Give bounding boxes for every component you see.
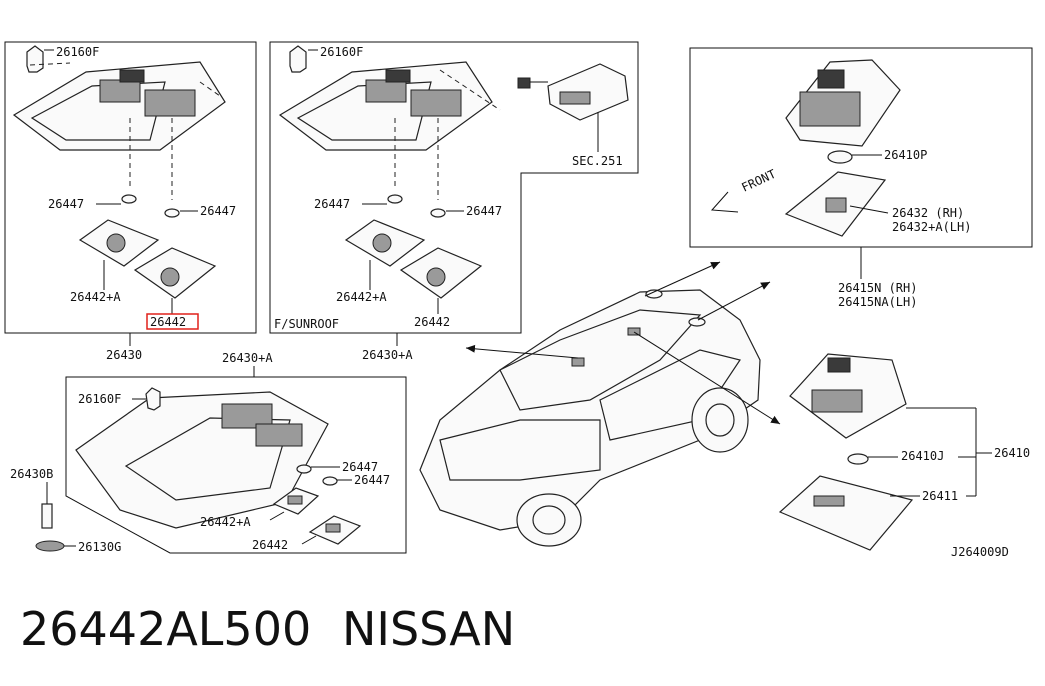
label-26447-left: 26447 [314,197,350,211]
cap-icon [35,540,65,552]
clip-icon [26,45,44,73]
part-number: 26442AL500 [20,602,311,656]
panel-3: 26410P FRONT 26432 (RH) 26432+A(LH) 2641… [689,47,1033,309]
vehicle-outline [419,261,781,547]
label-26442: 26442 [414,315,450,329]
label-26447-left: 26447 [48,197,84,211]
bulb-icon [296,464,312,474]
label-26432a-lh: 26432+A(LH) [892,220,971,234]
label-26130g: 26130G [78,540,121,554]
panel-4-frame [65,376,407,554]
label-26411: 26411 [922,489,958,503]
bulb-icon [847,453,869,465]
bulb-icon [322,476,338,486]
label-26160f: 26160F [78,392,121,406]
assembly-label-26430a: 26430+A [222,351,273,365]
label-26447-top: 26447 [342,460,378,474]
panel-1: 26160F 26447 26447 26442+A 26442 26430 [4,41,257,362]
assembly-label-26430: 26430 [106,348,142,362]
label-26442: 26442 [252,538,288,552]
variant-label-sunroof: F/SUNROOF [274,317,339,331]
bulb-icon [121,194,137,204]
assembly-label-26430a: 26430+A [362,348,413,362]
highlight-box [146,313,199,330]
brand-name: NISSAN [342,602,515,656]
label-26442a: 26442+A [336,290,387,304]
clip-icon [289,45,307,73]
bulb-icon [387,194,403,204]
label-26432-rh: 26432 (RH) [892,206,964,220]
front-arrow-icon [710,191,739,213]
label-26447-right: 26447 [466,204,502,218]
panel-5: 26410J 26411 26410 [778,353,1030,551]
label-26430b: 26430B [10,467,53,481]
label-26160f: 26160F [56,45,99,59]
hood [439,419,601,481]
panel-4: 26430+A 26160F 26430B 26130G 26447 26447… [10,351,407,554]
label-26447-bottom: 26447 [354,473,390,487]
drawing-id: J264009D [951,545,1009,559]
bulb-icon [827,150,853,164]
label-26410j: 26410J [901,449,944,463]
label-26410p: 26410P [884,148,927,162]
label-26410: 26410 [994,446,1030,460]
panel-2-frame [269,41,639,334]
windshield-roof [499,309,702,411]
bulb-icon [430,208,446,218]
label-26442a: 26442+A [200,515,251,529]
label-26447-right: 26447 [200,204,236,218]
bulb-icon [164,208,180,218]
panel-2: 26160F SEC.251 26447 26447 26442+A 26442… [269,41,639,362]
roof-lamp-marker [571,357,585,367]
label-26415n-rh: 26415N (RH) [838,281,917,295]
label-26442-highlighted: 26442 [150,315,186,329]
label-26160f: 26160F [320,45,363,59]
clip-icon [145,387,161,411]
front-label: FRONT [739,167,778,195]
label-sec-251: SEC.251 [572,154,623,168]
cargo-lamp-lens [778,475,914,551]
bolt-icon [41,503,53,529]
label-26415na-lh: 26415NA(LH) [838,295,917,309]
label-26442a: 26442+A [70,290,121,304]
